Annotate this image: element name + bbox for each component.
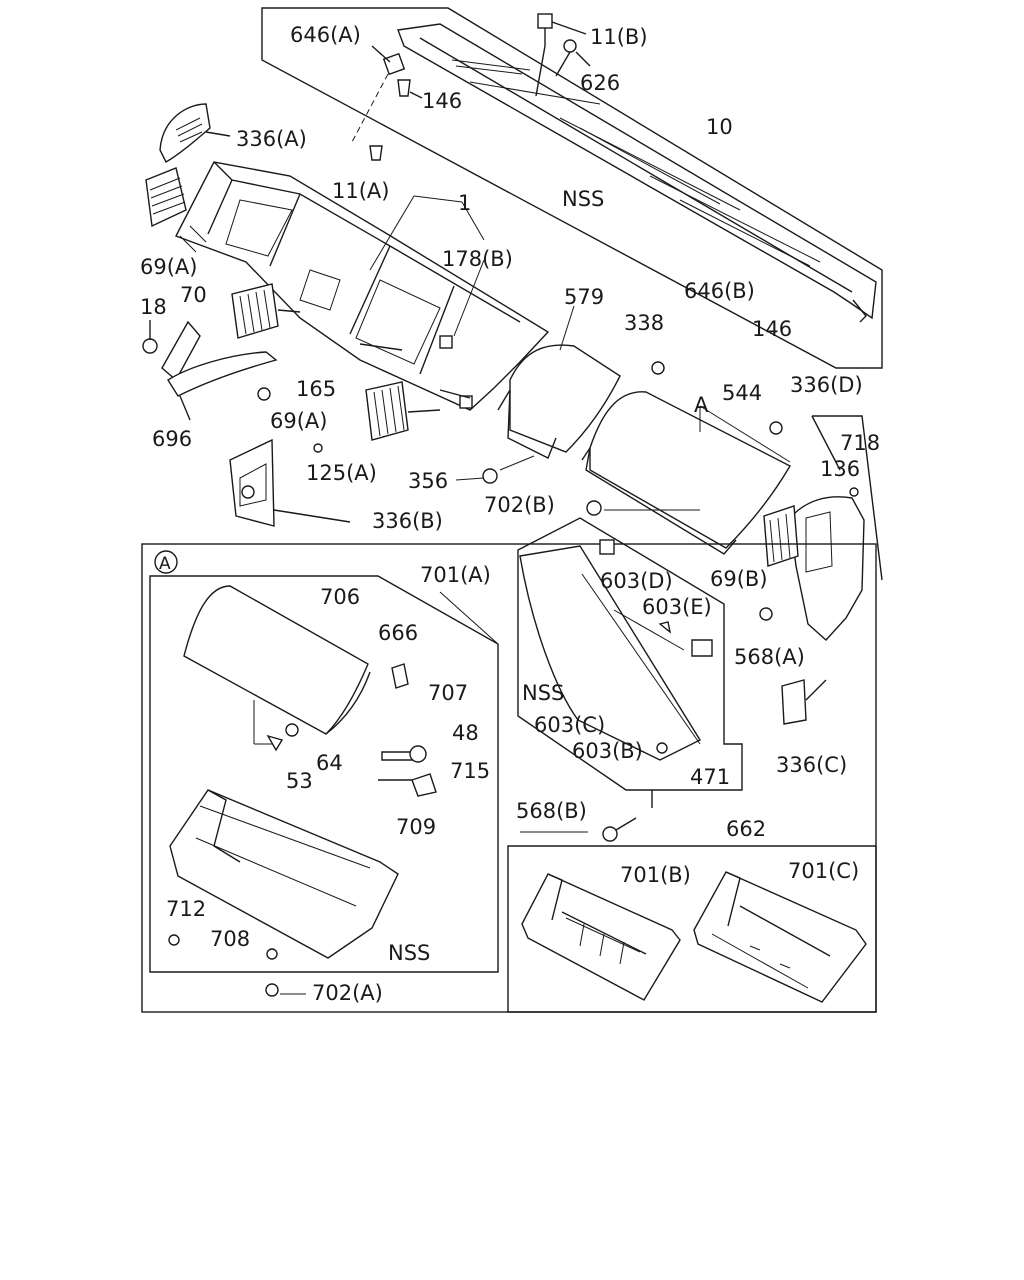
leader-lines	[280, 195, 791, 995]
glove-box-door-a	[581, 361, 791, 555]
callout-178b: 178(B)	[442, 247, 513, 271]
callout-labels: 646(A) 11(B) 626 146 336(A) 10 11(A) NSS…	[140, 23, 880, 1005]
callout-603b: 603(B)	[572, 739, 643, 763]
callout-69a-left: 69(A)	[140, 255, 197, 279]
callout-18: 18	[140, 295, 167, 319]
callout-nss-mid: NSS	[522, 681, 564, 705]
callout-712: 712	[166, 897, 206, 921]
right-side-panel-336d	[759, 415, 883, 725]
callout-125a: 125(A)	[306, 461, 377, 485]
callout-nss-top: NSS	[562, 187, 604, 211]
callout-70: 70	[180, 283, 207, 307]
callout-603e: 603(E)	[642, 595, 712, 619]
dashboard-main-body	[175, 161, 550, 411]
callout-701c: 701(C)	[788, 859, 859, 883]
callout-702a: 702(A)	[312, 981, 383, 1005]
callout-662: 662	[726, 817, 766, 841]
callout-69a-mid: 69(A)	[270, 409, 327, 433]
callout-146-right: 146	[752, 317, 792, 341]
fasteners-top	[351, 13, 591, 161]
callout-356: 356	[408, 469, 448, 493]
liner-box-662	[517, 517, 743, 842]
callout-702b: 702(B)	[484, 493, 555, 517]
callout-568a: 568(A)	[734, 645, 805, 669]
callout-48: 48	[452, 721, 479, 745]
callout-544: 544	[722, 381, 762, 405]
callout-64: 64	[316, 751, 343, 775]
callout-471: 471	[690, 765, 730, 789]
callout-568b: 568(B)	[516, 799, 587, 823]
callout-336a: 336(A)	[236, 127, 307, 151]
callout-706: 706	[320, 585, 360, 609]
callout-1: 1	[458, 191, 471, 215]
callout-666: 666	[378, 621, 418, 645]
side-vent-69a-mid	[365, 381, 441, 441]
callout-53: 53	[286, 769, 313, 793]
callout-701b: 701(B)	[620, 863, 691, 887]
bracket-696	[142, 320, 278, 421]
callout-nss-bot: NSS	[388, 941, 430, 965]
callout-646b: 646(B)	[684, 279, 755, 303]
callout-603c: 603(C)	[534, 713, 605, 737]
callout-718: 718	[840, 431, 880, 455]
lower-panel-336b	[229, 438, 351, 527]
vent-70	[231, 283, 301, 339]
callout-701a: 701(A)	[420, 563, 491, 587]
center-panel-579	[482, 344, 621, 484]
callout-a-box: A	[159, 554, 171, 574]
callout-707: 707	[428, 681, 468, 705]
callout-708: 708	[210, 927, 250, 951]
upper-trim-assembly	[261, 7, 883, 369]
callout-603d: 603(D)	[600, 569, 673, 593]
callout-a-ref: A	[694, 393, 709, 417]
side-vent-69a-left	[145, 167, 187, 228]
callout-338: 338	[624, 311, 664, 335]
callout-715: 715	[450, 759, 490, 783]
callout-626: 626	[580, 71, 620, 95]
callout-336c: 336(C)	[776, 753, 847, 777]
detail-box-a	[141, 543, 877, 1013]
callout-136: 136	[820, 457, 860, 481]
callout-646a: 646(A)	[290, 23, 361, 47]
callout-696: 696	[152, 427, 192, 451]
callout-579: 579	[564, 285, 604, 309]
callout-69b: 69(B)	[710, 567, 768, 591]
callout-336b: 336(B)	[372, 509, 443, 533]
callout-709: 709	[396, 815, 436, 839]
callout-11b: 11(B)	[590, 25, 648, 49]
callout-336d: 336(D)	[790, 373, 863, 397]
glove-box-variants	[507, 845, 877, 1013]
callout-10: 10	[706, 115, 733, 139]
callout-11a: 11(A)	[332, 179, 389, 203]
vent-336a	[159, 103, 231, 163]
callout-146-top: 146	[422, 89, 462, 113]
callout-165: 165	[296, 377, 336, 401]
